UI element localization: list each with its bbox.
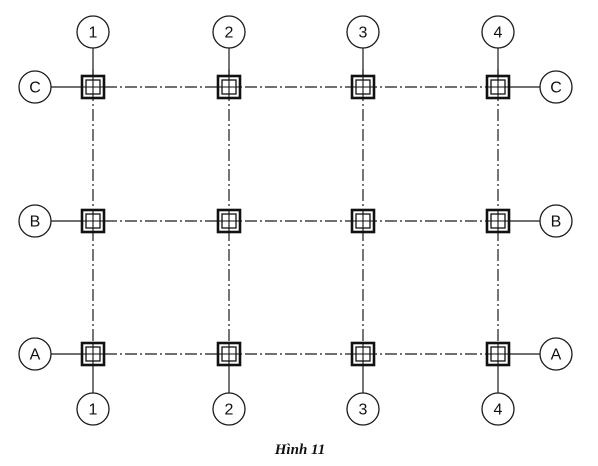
axis-bubble-top-3-label: 3 (359, 25, 368, 42)
axis-bubble-top-4-label: 4 (494, 25, 503, 42)
axis-bubble-top-1-circle (76, 15, 110, 49)
axis-bubble-bottom-1-circle (76, 392, 110, 426)
axis-bubble-bottom-4: 4 (481, 392, 515, 426)
axis-bubble-bottom-2-circle (212, 392, 246, 426)
axis-bubble-right-B-circle (539, 204, 573, 238)
axis-bubble-right-A-label: A (551, 347, 562, 364)
axis-bubble-top-1-label: 1 (89, 25, 98, 42)
column-markers (80, 74, 511, 367)
axis-bubble-bottom-4-label: 4 (494, 402, 503, 419)
axis-bubble-top-4-circle (481, 15, 515, 49)
column-C4 (485, 74, 511, 100)
axis-bubble-top-1: 1 (76, 15, 110, 49)
axis-bubble-left-C: C (18, 70, 52, 104)
axis-bubble-left-A-label: A (30, 347, 41, 364)
axis-bubble-right-A-circle (539, 337, 573, 371)
column-A1 (80, 341, 106, 367)
axis-bubble-left-B-circle (18, 204, 52, 238)
column-A4 (485, 341, 511, 367)
axis-bubble-right-C-label: C (550, 80, 562, 97)
axis-bubble-left-A-circle (18, 337, 52, 371)
axis-bubble-left-B-label: B (30, 214, 41, 231)
column-B1 (80, 208, 106, 234)
axis-bubble-bottom-3: 3 (346, 392, 380, 426)
axis-bubble-top-4: 4 (481, 15, 515, 49)
axis-bubble-right-B: B (539, 204, 573, 238)
axis-bubble-right-B-label: B (551, 214, 562, 231)
axis-bubble-right-C: C (539, 70, 573, 104)
axis-bubble-left-A: A (18, 337, 52, 371)
axis-bubble-bottom-3-label: 3 (359, 402, 368, 419)
column-C3 (350, 74, 376, 100)
axis-bubble-left-C-label: C (29, 80, 41, 97)
axis-bubble-top-2-circle (212, 15, 246, 49)
column-B4 (485, 208, 511, 234)
axis-bubble-top-2: 2 (212, 15, 246, 49)
axis-bubble-right-C-circle (539, 70, 573, 104)
axis-bubble-bottom-2: 2 (212, 392, 246, 426)
axis-bubble-left-B: B (18, 204, 52, 238)
column-B3 (350, 208, 376, 234)
axis-bubble-bottom-2-label: 2 (225, 402, 234, 419)
axis-bubble-top-3: 3 (346, 15, 380, 49)
axis-bubble-bottom-4-circle (481, 392, 515, 426)
axis-bubble-top-2-label: 2 (225, 25, 234, 42)
column-B2 (216, 208, 242, 234)
column-A2 (216, 341, 242, 367)
axis-bubble-bottom-1-label: 1 (89, 402, 98, 419)
axis-bubble-bottom-3-circle (346, 392, 380, 426)
axis-bubble-bottom-1: 1 (76, 392, 110, 426)
column-C1 (80, 74, 106, 100)
axis-bubble-top-3-circle (346, 15, 380, 49)
axis-leader-lines (51, 48, 540, 393)
figure-caption: Hình 11 (274, 442, 325, 458)
grid-axes (92, 69, 499, 368)
axis-bubble-left-C-circle (18, 70, 52, 104)
column-A3 (350, 341, 376, 367)
column-C2 (216, 74, 242, 100)
axis-bubble-right-A: A (539, 337, 573, 371)
